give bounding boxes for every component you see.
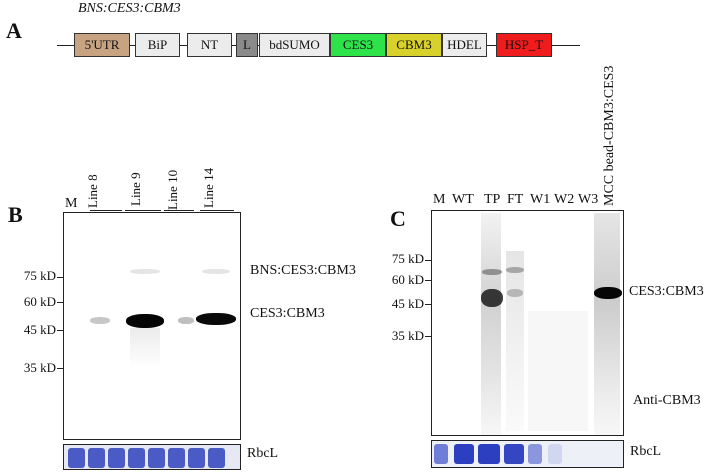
- rbcl-band: [88, 448, 105, 468]
- lane-label-line-10: Line 10: [165, 169, 180, 210]
- annotation-b-bns: BNS:CES3:CBM3: [250, 263, 356, 278]
- marker-lane-label: M: [65, 196, 78, 211]
- rbcl-label-b: RbcL: [247, 446, 279, 461]
- rbcl-strip-c: [431, 440, 624, 468]
- rbcl-strip-b: [63, 444, 241, 470]
- rbcl-band: [504, 444, 524, 464]
- lane-label-c-w2: W2: [554, 192, 575, 207]
- lane-bracket-line-14: [200, 210, 234, 211]
- smear-c-w: [528, 311, 588, 431]
- mw-tick-c-75: [425, 260, 432, 261]
- rbcl-band: [188, 448, 205, 468]
- segment-linker: L: [236, 33, 258, 57]
- segment-cbm3: CBM3: [386, 33, 442, 57]
- panel-a-letter: A: [6, 18, 22, 43]
- mw-label-60: 60 kD: [23, 294, 56, 309]
- smear-c-tp: [481, 213, 501, 435]
- lane-label-c-wt: WT: [452, 192, 474, 207]
- band-c-ft-upper: [506, 267, 524, 273]
- mw-tick-45: [57, 330, 64, 331]
- mw-label-75: 75 kD: [23, 268, 56, 283]
- lane-label-line-8: Line 8: [85, 174, 100, 208]
- band-b-line14-main: [196, 313, 236, 325]
- mw-tick-35: [57, 368, 64, 369]
- lane-label-c-tp: TP: [484, 192, 501, 207]
- rbcl-label-c: RbcL: [630, 444, 662, 459]
- annotation-c-antibody: Anti-CBM3: [633, 393, 701, 408]
- rbcl-band: [454, 444, 474, 464]
- segment-hsp-t: HSP_T: [496, 33, 552, 57]
- mw-label-35: 35 kD: [23, 360, 56, 375]
- smear-c-mcc: [594, 213, 620, 435]
- lane-label-c-mcc-bead: MCC bead-CBM3:CES3: [602, 65, 617, 206]
- lane-label-c-w1: W1: [530, 192, 551, 207]
- mw-tick-c-35: [425, 336, 432, 337]
- rbcl-band: [128, 448, 145, 468]
- mw-tick-75: [57, 277, 64, 278]
- lane-bracket-line-10: [164, 210, 194, 211]
- lane-bracket-line-8: [90, 210, 122, 211]
- smear-c-ft: [506, 251, 524, 431]
- mw-label-c-75: 75 kD: [391, 251, 424, 266]
- band-c-ft-main: [507, 289, 523, 297]
- construct-name: BNS:CES3:CBM3: [78, 1, 181, 16]
- rbcl-band: [108, 448, 125, 468]
- rbcl-band: [168, 448, 185, 468]
- lane-label-c-ft: FT: [507, 192, 524, 207]
- segment-hdel: HDEL: [442, 33, 487, 57]
- mw-label-c-60: 60 kD: [391, 272, 424, 287]
- segment-nt: NT: [187, 33, 232, 57]
- band-b-line9-main: [126, 314, 164, 328]
- lane-label-line-14: Line 14: [201, 167, 216, 208]
- mw-label-45: 45 kD: [23, 322, 56, 337]
- band-b-line9-upper: [130, 269, 160, 274]
- rbcl-band: [548, 444, 562, 464]
- smear-b-line9: [130, 328, 160, 368]
- lane-label-c-m: M: [433, 192, 446, 207]
- rbcl-band: [68, 448, 85, 468]
- segment-5utr: 5'UTR: [74, 33, 130, 57]
- band-c-mcc-main: [594, 287, 622, 299]
- segment-bip: BiP: [135, 33, 180, 57]
- mw-label-c-35: 35 kD: [391, 328, 424, 343]
- rbcl-band: [528, 444, 542, 464]
- annotation-c-ces3-cbm3: CES3:CBM3: [629, 284, 704, 299]
- band-c-tp-upper: [482, 269, 502, 275]
- band-b-line8-faint: [90, 317, 110, 324]
- lane-label-line-9: Line 9: [128, 172, 143, 206]
- band-c-tp-main: [481, 289, 503, 307]
- band-b-line14-upper: [202, 269, 230, 274]
- blot-c: [431, 210, 624, 436]
- segment-bdsumo: bdSUMO: [259, 33, 330, 57]
- mw-label-c-45: 45 kD: [391, 296, 424, 311]
- rbcl-band: [478, 444, 500, 464]
- band-b-line10-faint: [178, 317, 194, 324]
- blot-b: [63, 212, 241, 440]
- annotation-b-ces3-cbm3: CES3:CBM3: [250, 306, 325, 321]
- mw-tick-c-45: [425, 304, 432, 305]
- rbcl-band: [434, 444, 448, 464]
- panel-b-letter: B: [8, 202, 23, 227]
- lane-label-c-w3: W3: [578, 192, 599, 207]
- panel-c-letter: C: [390, 206, 406, 231]
- lane-bracket-line-9: [125, 210, 161, 211]
- mw-tick-c-60: [425, 280, 432, 281]
- segment-ces3: CES3: [330, 33, 386, 57]
- rbcl-band: [148, 448, 165, 468]
- rbcl-band: [208, 448, 225, 468]
- mw-tick-60: [57, 302, 64, 303]
